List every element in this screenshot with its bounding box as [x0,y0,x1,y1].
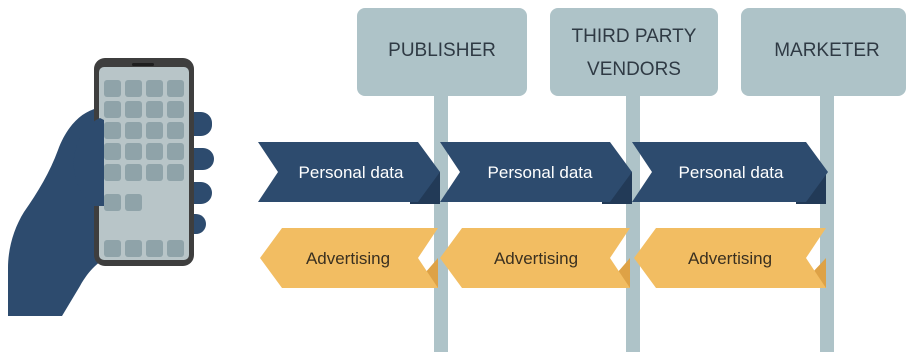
marketer-sign: MARKETER [741,8,906,96]
advertising-banner-2: Advertising [440,228,630,288]
app-tile [167,122,184,139]
personal-data-label-1: Personal data [299,163,404,182]
hand-holding-phone-icon [8,58,214,316]
vendors-sign: THIRD PARTY VENDORS [550,8,718,96]
app-tile [146,164,163,181]
banner-body [440,228,630,288]
personal-data-banner-2: Personal data [440,142,632,204]
app-tile [104,122,121,139]
publisher-sign: PUBLISHER [357,8,527,96]
app-tile [167,240,184,257]
app-tile [146,122,163,139]
marketer-sign-board [741,8,906,96]
banner-body [260,228,438,288]
app-tile [167,101,184,118]
phone-speaker [132,63,154,66]
publisher-sign-board [357,8,527,96]
vendors-label-line1: THIRD PARTY [572,26,697,47]
app-tile [125,240,142,257]
app-tile [104,80,121,97]
personal-data-banner-3: Personal data [632,142,828,204]
marketer-post [820,80,834,352]
vendors-label-line2: VENDORS [587,59,681,80]
app-tile [146,143,163,160]
phone-screen [99,67,189,260]
advertising-banner-1: Advertising [260,228,438,288]
app-tile [146,101,163,118]
app-tile [125,164,142,181]
vendors-sign-board [550,8,718,96]
banner-body [634,228,826,288]
app-tile [167,143,184,160]
app-tile [125,143,142,160]
banner-body [440,142,632,202]
publisher-post [434,80,448,352]
vendors-post [626,80,640,352]
personal-data-label-2: Personal data [488,163,593,182]
personal-data-label-3: Personal data [679,163,784,182]
banner-body [632,142,828,202]
app-tile [125,101,142,118]
publisher-label: PUBLISHER [388,40,496,61]
advertising-label-2: Advertising [494,249,578,268]
banner-body [258,142,440,202]
app-tile [167,164,184,181]
app-tile [104,240,121,257]
app-tile [146,80,163,97]
app-tile [146,240,163,257]
app-grid [104,80,184,257]
app-tile [125,122,142,139]
app-tile [104,164,121,181]
marketer-label: MARKETER [774,40,880,61]
app-tile [104,194,121,211]
app-tile [125,194,142,211]
app-tile [125,80,142,97]
app-tile [104,101,121,118]
personal-data-banner-1: Personal data [258,142,440,204]
app-tile [167,80,184,97]
advertising-banner-3: Advertising [634,228,826,288]
advertising-label-1: Advertising [306,249,390,268]
app-tile [104,143,121,160]
thumb [73,118,104,206]
advertising-label-3: Advertising [688,249,772,268]
